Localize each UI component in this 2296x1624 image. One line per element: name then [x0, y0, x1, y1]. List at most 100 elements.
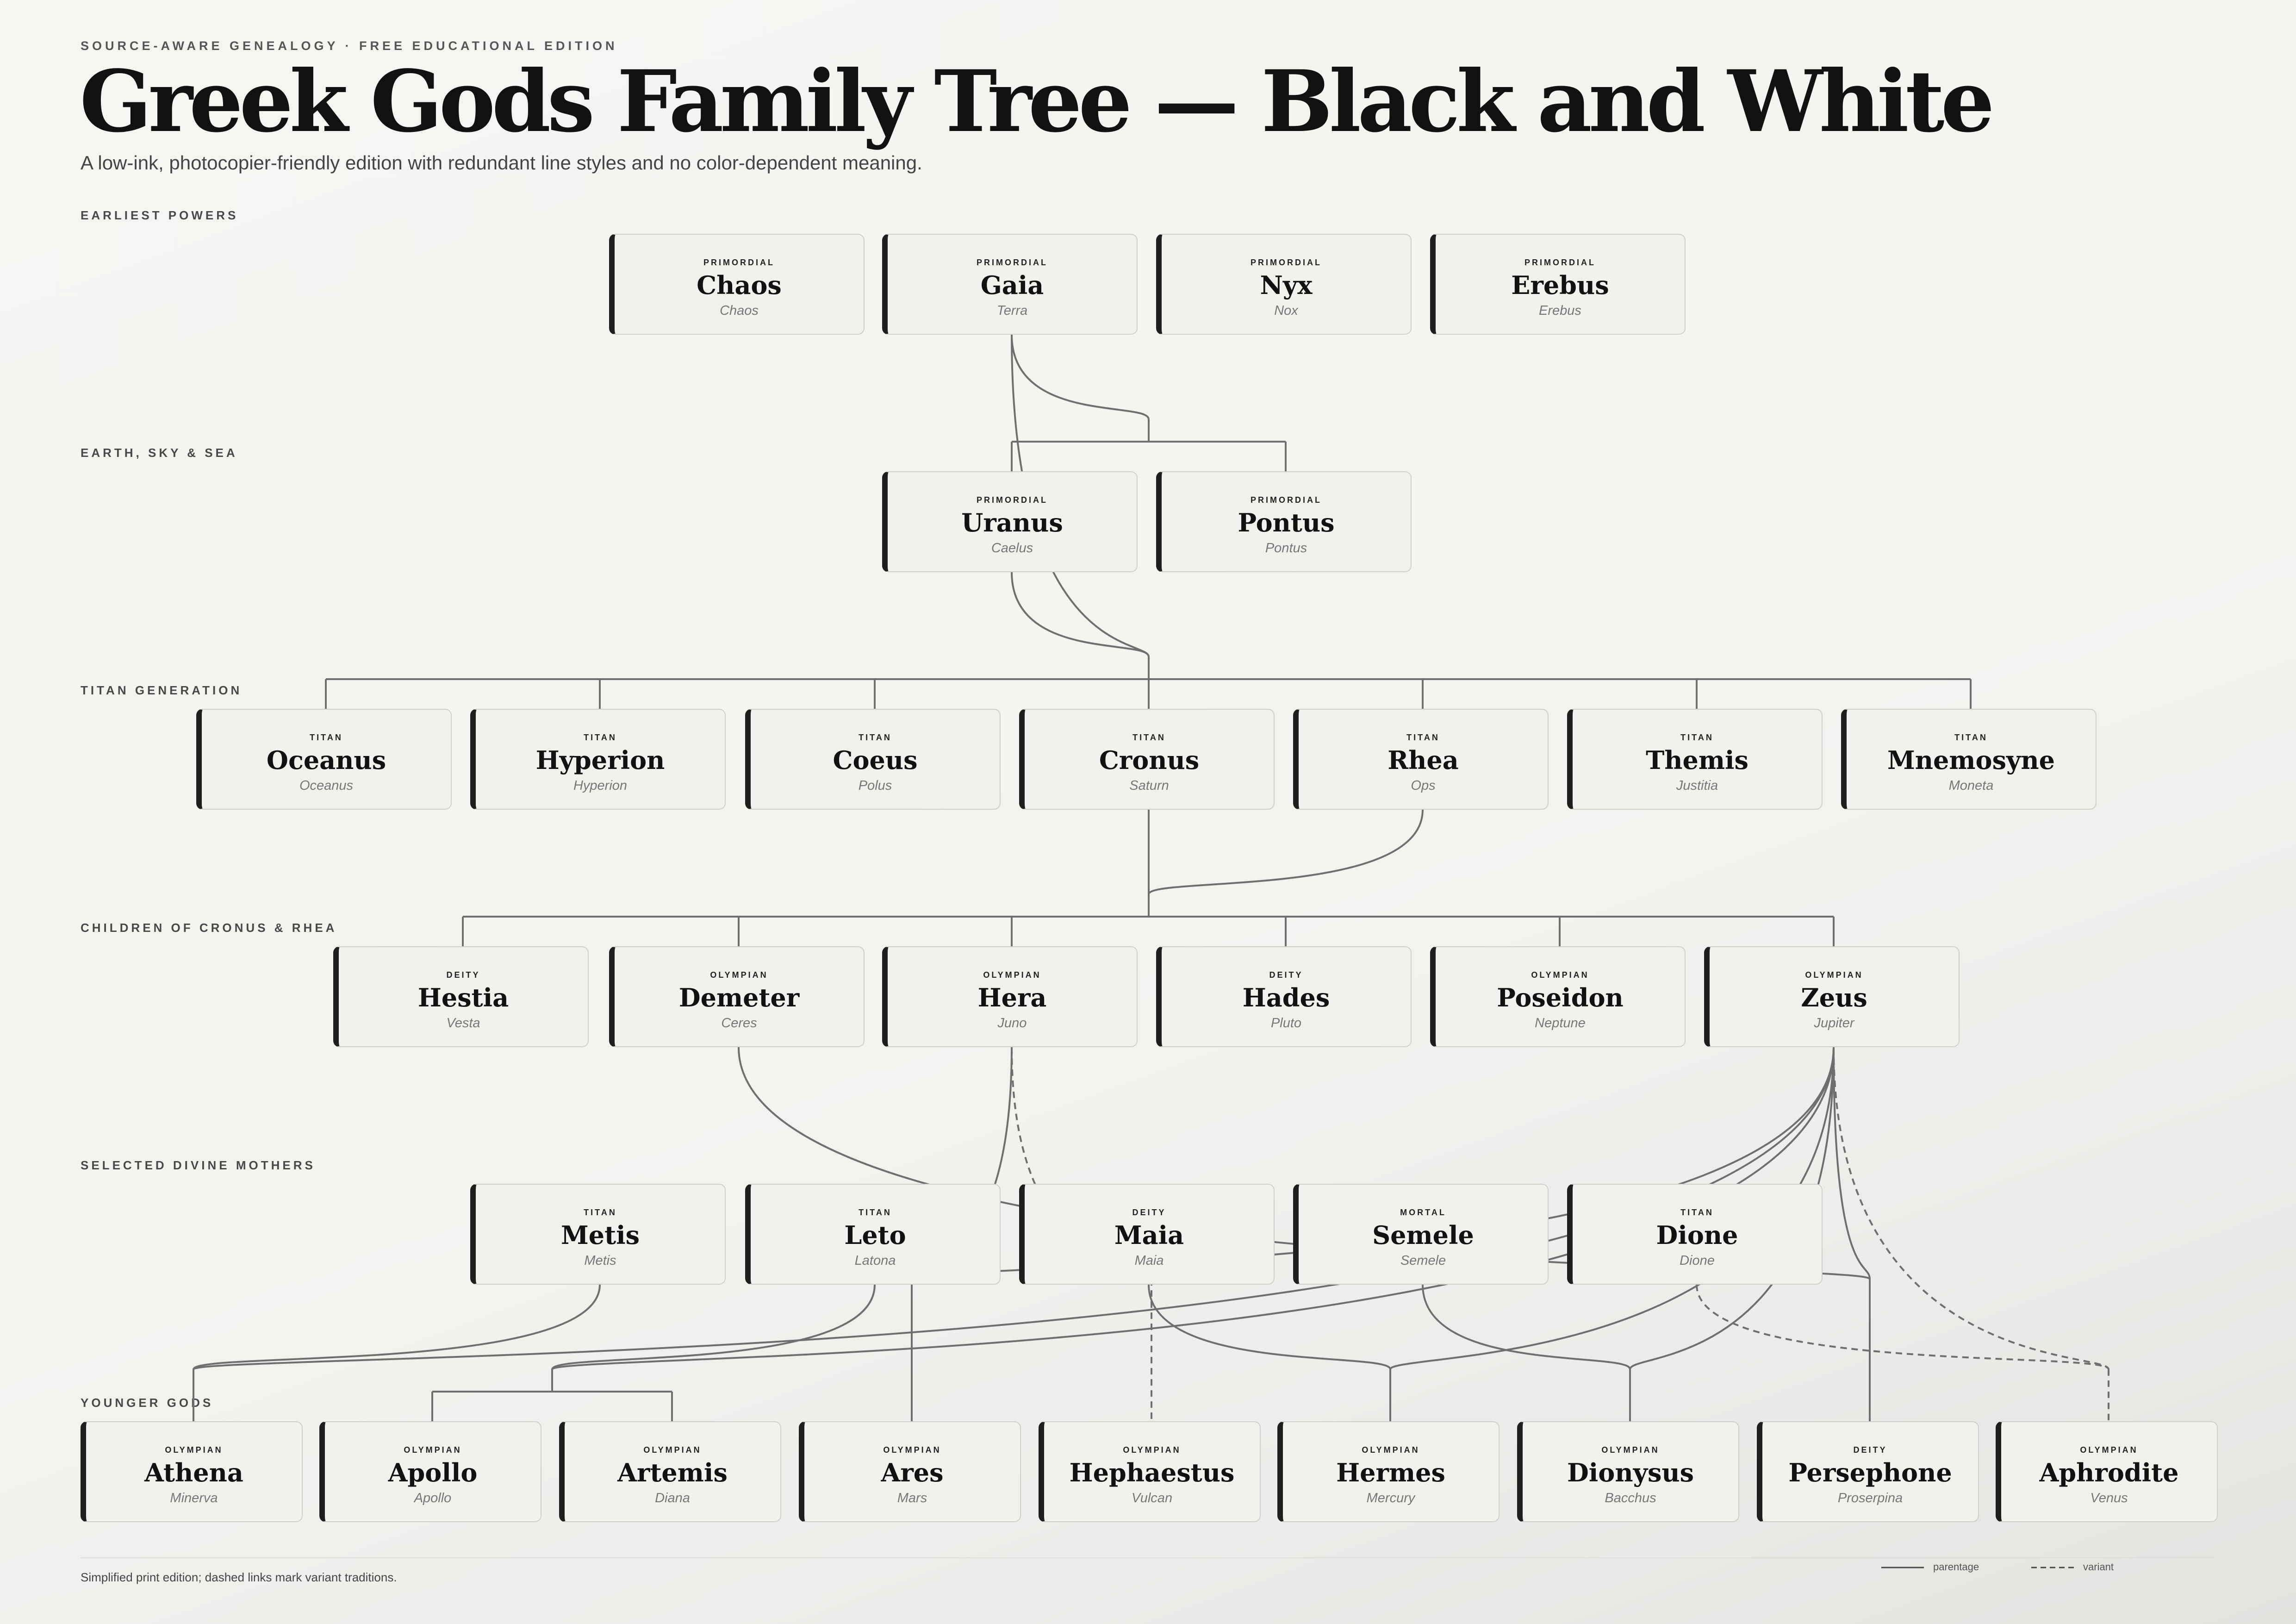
card-roman-name: Terra	[996, 303, 1028, 318]
card-kind: DEITY	[1269, 970, 1303, 980]
card-roman-name: Pluto	[1270, 1016, 1302, 1031]
card-name: Demeter	[678, 983, 800, 1012]
card-roman-name: Erebus	[1539, 303, 1581, 318]
card-roman-name: Jupiter	[1814, 1016, 1854, 1031]
card-kind: OLYMPIAN	[710, 970, 768, 980]
link-zeus-to-hermes	[1389, 1047, 1835, 1370]
row-label-younger-gods: YOUNGER GODS	[81, 1396, 214, 1410]
row-label-earth-sky-sea: EARTH, SKY & SEA	[81, 446, 238, 460]
card-roman-name: Vulcan	[1131, 1491, 1173, 1505]
card-roman-name: Mars	[897, 1491, 927, 1505]
link-zeus-to-aphrodite	[1833, 1047, 2109, 1370]
card-name: Dione	[1656, 1220, 1738, 1250]
card-name: Semele	[1372, 1220, 1474, 1250]
card-roman-name: Proserpina	[1837, 1491, 1903, 1505]
card-roman-name: Saturn	[1129, 778, 1169, 793]
card-roman-name: Moneta	[1948, 778, 1994, 793]
card-name: Gaia	[980, 270, 1044, 300]
card-name: Mnemosyne	[1887, 745, 2055, 775]
card-roman-name: Ops	[1411, 778, 1436, 793]
card-name: Ares	[881, 1458, 944, 1487]
eyebrow-label: SOURCE-AWARE GENEALOGY · FREE EDUCATIONA…	[81, 39, 618, 53]
card-kind: TITAN	[584, 733, 617, 742]
link-uranus-to-oceanus-hyperion-coeus-cronus-rhea-themis-mnemosyne	[1011, 572, 1150, 657]
card-roman-name: Caelus	[991, 541, 1033, 556]
card-roman-name: Apollo	[414, 1491, 452, 1505]
link-leto-to-apollo-artemis	[551, 1284, 876, 1370]
card-kind: TITAN	[584, 1208, 617, 1217]
row-label-children-of-cronus: CHILDREN OF CRONUS & RHEA	[81, 921, 337, 935]
card-kind: PRIMORDIAL	[977, 258, 1048, 267]
card-name: Artemis	[617, 1458, 728, 1487]
card-kind: TITAN	[1680, 733, 1714, 742]
card-name: Themis	[1646, 745, 1748, 775]
link-semele-to-dionysus	[1422, 1284, 1631, 1370]
card-name: Oceanus	[266, 745, 386, 775]
card-name: Chaos	[697, 270, 782, 300]
card-kind: TITAN	[859, 733, 892, 742]
link-zeus-to-apollo-artemis	[551, 1047, 1835, 1370]
card-name: Nyx	[1260, 270, 1313, 300]
card-name: Hades	[1242, 983, 1330, 1012]
link-zeus-to-persephone	[1833, 1047, 1871, 1280]
card-name: Rhea	[1388, 745, 1459, 775]
card-kind: OLYMPIAN	[1531, 970, 1589, 980]
footer-note: Simplified print edition; dashed links m…	[81, 1570, 397, 1584]
card-name: Cronus	[1099, 745, 1200, 775]
card-kind: MORTAL	[1400, 1208, 1446, 1217]
card-roman-name: Mercury	[1366, 1491, 1415, 1505]
card-kind: OLYMPIAN	[983, 970, 1041, 980]
legend-variant-label: variant	[2083, 1561, 2114, 1573]
link-rhea-to-hestia-demeter-hera-hades-poseidon-zeus	[1148, 809, 1424, 895]
card-roman-name: Ceres	[721, 1016, 757, 1031]
card-roman-name: Neptune	[1535, 1016, 1586, 1031]
card-roman-name: Minerva	[170, 1491, 218, 1505]
card-kind: OLYMPIAN	[1362, 1445, 1420, 1455]
card-name: Leto	[844, 1220, 906, 1250]
card-kind: TITAN	[859, 1208, 892, 1217]
card-roman-name: Vesta	[446, 1016, 480, 1031]
link-zeus-to-athena	[193, 1047, 1835, 1370]
card-name: Hera	[977, 983, 1047, 1012]
card-name: Athena	[144, 1458, 243, 1487]
card-roman-name: Juno	[997, 1016, 1027, 1031]
link-dione-to-aphrodite	[1696, 1284, 2109, 1370]
link-gaia-to-uranus-pontus	[1011, 334, 1150, 420]
card-name: Erebus	[1511, 270, 1609, 300]
card-name: Poseidon	[1497, 983, 1624, 1012]
